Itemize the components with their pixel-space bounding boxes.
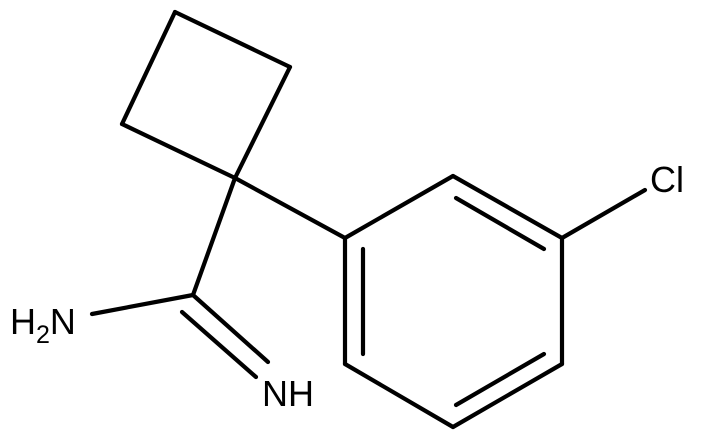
chlorophenyl-ring [342, 173, 565, 430]
bond-cyclobutane-left [119, 9, 178, 127]
bond-phenyl-inner-double-2 [453, 351, 547, 408]
chlorine-label: Cl [650, 159, 684, 200]
imine-label: NH [262, 373, 314, 414]
bond-amidine-double-inner [179, 309, 259, 380]
bond-cyclobutane-top [172, 9, 293, 70]
bond-amidine-double-outer [190, 292, 271, 365]
bond-amidine-carbon-to-nh2 [89, 292, 196, 317]
bond-ring-to-phenyl [232, 175, 348, 241]
amine-nitrogen-label: N [50, 301, 76, 342]
bond-ring-to-amidine-carbon [190, 175, 238, 298]
bond-cyclobutane-bottom [119, 121, 238, 181]
bond-cyclobutane-right [232, 64, 293, 181]
bond-phenyl-1 [342, 173, 456, 241]
amine-subscript-label: 2 [36, 321, 50, 349]
amine-group-label: H2N [10, 301, 76, 349]
bond-phenyl-2 [450, 173, 565, 241]
bond-phenyl-inner-double-1 [453, 195, 547, 252]
amine-hydrogen-label: H [10, 301, 36, 342]
cyclobutane-ring [119, 9, 293, 181]
bond-phenyl-4 [450, 361, 565, 430]
bond-phenyl-5 [342, 361, 456, 430]
bond-carbon-chlorine [559, 187, 648, 241]
